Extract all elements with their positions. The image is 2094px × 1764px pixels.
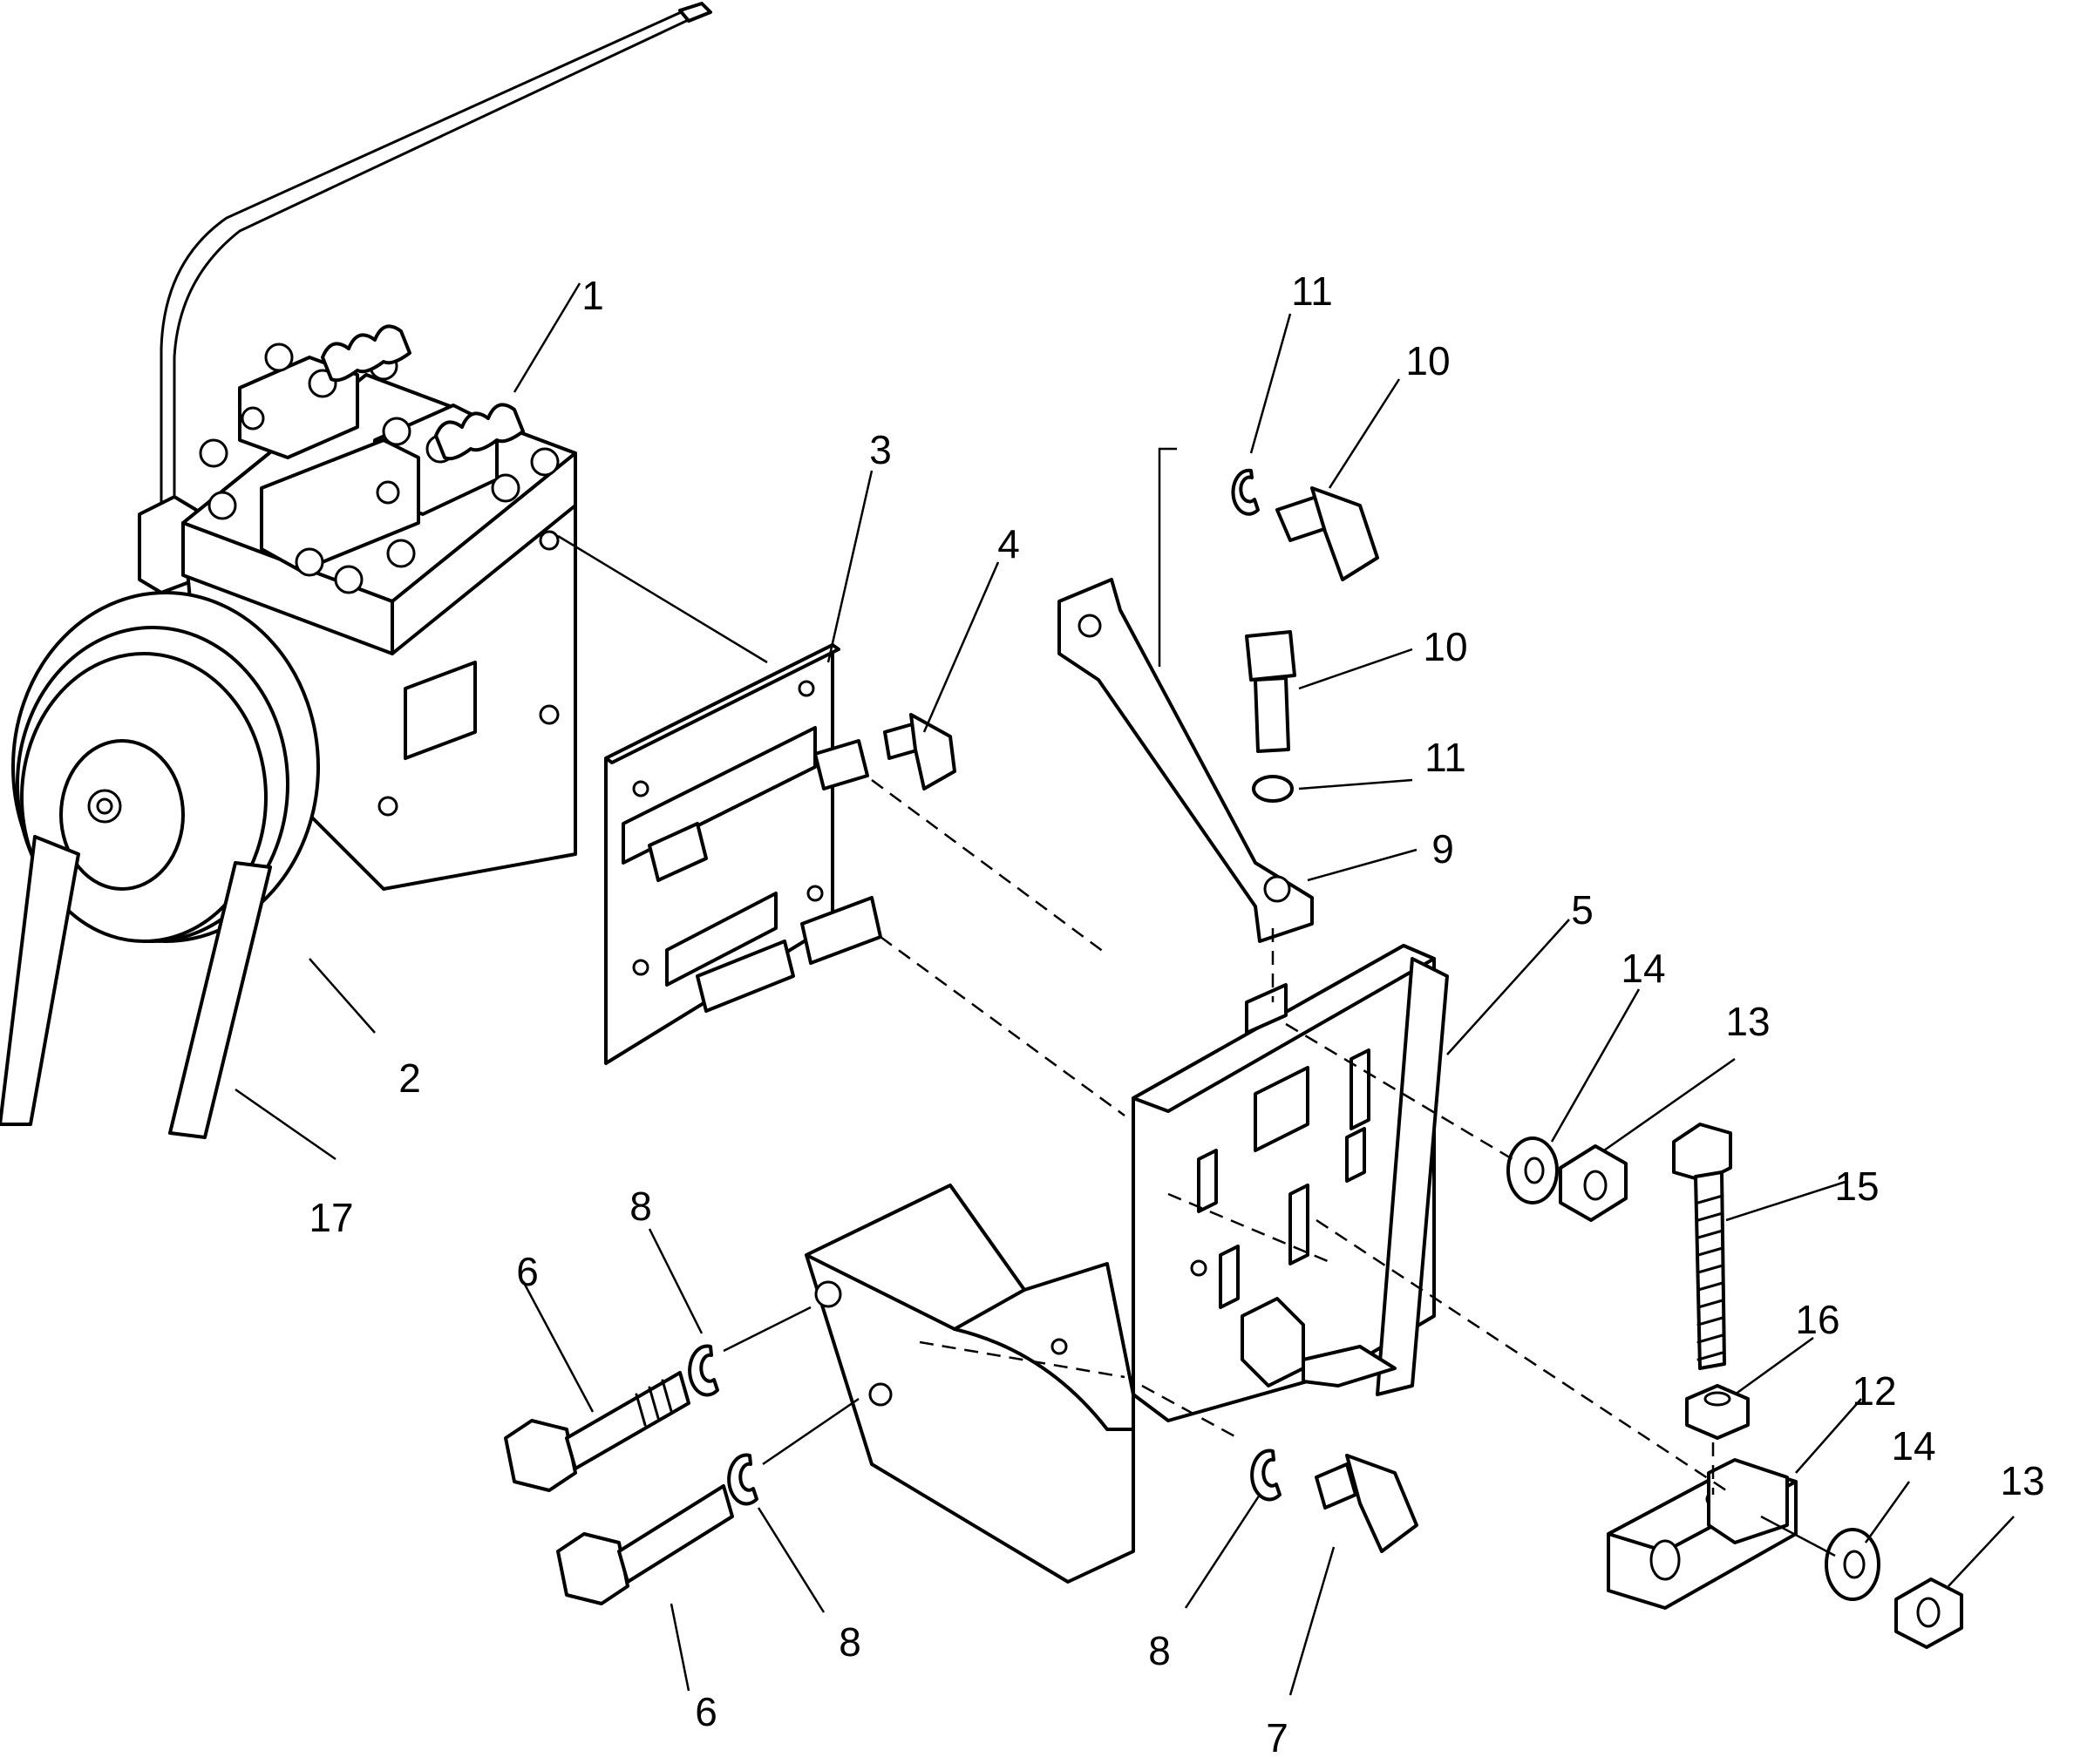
callout-1: 1 (581, 273, 604, 318)
callout-14-upper: 14 (1621, 946, 1665, 991)
callout-11-lower: 11 (1424, 735, 1466, 780)
callout-4: 4 (997, 521, 1020, 567)
lock-washer-11-upper (1231, 468, 1260, 516)
callout-10-upper: 10 (1405, 338, 1450, 383)
clamp-block (1607, 1458, 1798, 1610)
lock-washer-8-lower (727, 1453, 758, 1506)
lock-washer-8-right (1250, 1449, 1282, 1502)
callout-6-upper: 6 (516, 1249, 539, 1294)
bolt-6-lower (556, 1484, 734, 1605)
bolt-10-lower (1245, 630, 1296, 753)
bolt-7 (1315, 1454, 1418, 1553)
brace (1057, 578, 1314, 943)
callout-14-lower: 14 (1891, 1423, 1935, 1469)
leader-lines (235, 282, 2015, 1696)
callout-9: 9 (1431, 826, 1454, 872)
mounting-plate (604, 643, 882, 1065)
callout-17: 17 (309, 1195, 353, 1240)
callout-8-upper: 8 (629, 1184, 652, 1229)
callout-13-lower: 13 (2000, 1458, 2044, 1503)
bolt-10-upper (1275, 486, 1379, 581)
callout-8-lower: 8 (839, 1619, 861, 1665)
callout-16: 16 (1795, 1297, 1839, 1342)
callout-3: 3 (869, 427, 892, 472)
washer-14-lower (1825, 1528, 1880, 1601)
callout-8-right: 8 (1148, 1628, 1171, 1673)
bolt-4 (883, 713, 956, 790)
callout-13-upper: 13 (1725, 999, 1770, 1044)
callout-15: 15 (1834, 1164, 1879, 1209)
bolt-15 (1672, 1123, 1732, 1370)
compressor (0, 2, 712, 1139)
nut-13-upper (1559, 1144, 1628, 1222)
callout-11-upper: 11 (1291, 268, 1333, 314)
callout-labels: 1 2 3 4 5 6 6 7 8 8 8 9 10 10 11 11 12 1… (309, 268, 2044, 1761)
callout-5: 5 (1571, 887, 1594, 933)
callout-2: 2 (398, 1055, 421, 1101)
washer-14-upper (1506, 1136, 1559, 1204)
bolt-6-upper (504, 1371, 690, 1492)
nut-13-lower (1894, 1577, 1963, 1649)
main-bracket (805, 944, 1449, 1584)
lock-washer-11-lower (1252, 775, 1294, 803)
lock-washer-8-upper (688, 1344, 719, 1397)
callout-6-lower: 6 (695, 1689, 717, 1734)
callout-12: 12 (1852, 1368, 1896, 1414)
callout-10-lower: 10 (1423, 624, 1467, 669)
nut-16 (1685, 1384, 1750, 1440)
callout-7: 7 (1266, 1715, 1288, 1761)
